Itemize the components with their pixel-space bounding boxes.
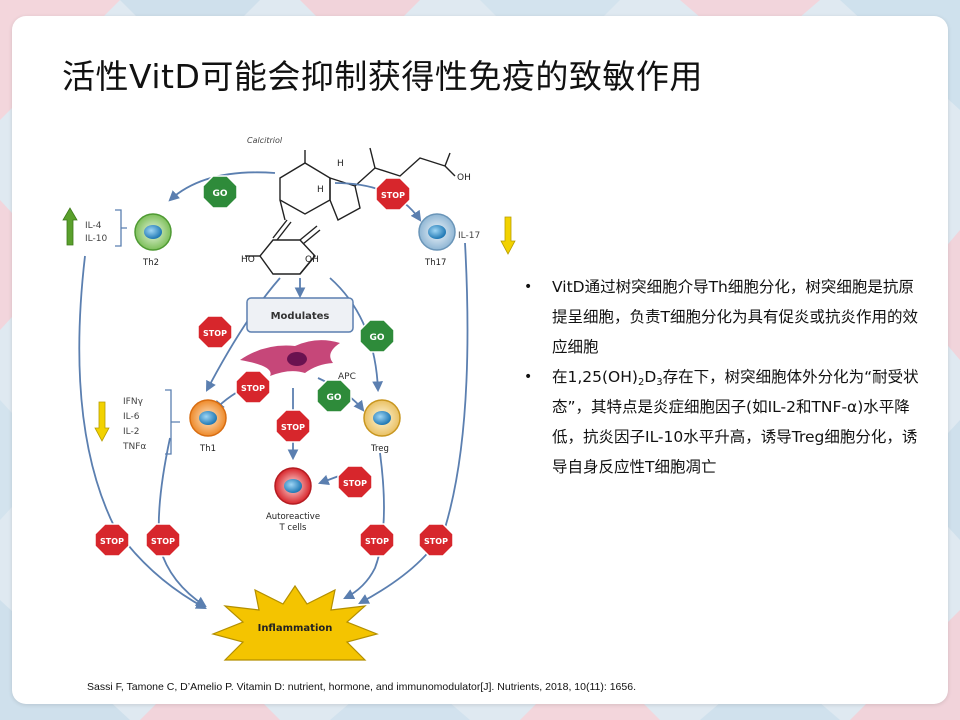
molecule-h-1: H bbox=[337, 159, 344, 169]
svg-text:STOP: STOP bbox=[365, 537, 389, 546]
treg-cell bbox=[363, 399, 401, 437]
arrow-th2-to-inflammation bbox=[78, 255, 207, 610]
stop-sign-treg-inflammation: STOP bbox=[359, 523, 395, 557]
bullet-item: • 在1,25(OH)2D3存在下，树突细胞体外分化为“耐受状态”，其特点是炎症… bbox=[524, 362, 924, 482]
svg-text:STOP: STOP bbox=[203, 329, 227, 338]
treg-label: Treg bbox=[370, 444, 389, 454]
apc-label: APC bbox=[338, 372, 356, 382]
svg-text:STOP: STOP bbox=[151, 537, 175, 546]
bullet-item: • VitD通过树突细胞介导Th细胞分化，树突细胞是抗原提呈细胞，负责T细胞分化… bbox=[524, 272, 924, 362]
arrow-th1-to-inflammation bbox=[157, 437, 207, 608]
stop-sign-th1: STOP bbox=[197, 315, 233, 349]
autoreactive-label-2: T cells bbox=[279, 523, 308, 533]
go-sign-apc: GO bbox=[316, 379, 352, 413]
svg-text:STOP: STOP bbox=[281, 423, 305, 432]
svg-text:GO: GO bbox=[212, 189, 227, 199]
citation: Sassi F, Tamone C, D’Amelio P. Vitamin D… bbox=[87, 681, 636, 693]
il2-label: IL-2 bbox=[123, 427, 139, 437]
il4-label: IL-4 bbox=[85, 221, 102, 231]
bullet-dot: • bbox=[524, 369, 533, 385]
svg-text:GO: GO bbox=[369, 333, 384, 343]
arrow-treg-to-inflammation bbox=[343, 452, 385, 599]
arrow-to-th1 bbox=[205, 277, 281, 392]
molecule-oh-bottom: OH bbox=[305, 255, 319, 265]
stop-sign-th17: STOP bbox=[375, 177, 411, 211]
modulates-label: Modulates bbox=[271, 311, 330, 322]
stop-sign-treg-autoreactive: STOP bbox=[337, 465, 373, 499]
inflammation-burst bbox=[211, 584, 379, 661]
th2-label: Th2 bbox=[142, 258, 159, 268]
stop-sign-th2-inflammation: STOP bbox=[94, 523, 130, 557]
stop-sign-th17-inflammation: STOP bbox=[418, 523, 454, 557]
svg-text:STOP: STOP bbox=[241, 384, 265, 393]
calcitriol-label: Calcitriol bbox=[247, 136, 283, 145]
bullet-text: VitD通过树突细胞介导Th细胞分化，树突细胞是抗原提呈细胞，负责T细胞分化为具… bbox=[552, 278, 918, 356]
down-arrow-icon-th1 bbox=[94, 401, 110, 442]
up-arrow-icon bbox=[62, 207, 78, 246]
bullet-dot: • bbox=[524, 279, 533, 295]
slide-card bbox=[12, 16, 948, 704]
svg-text:GO: GO bbox=[326, 393, 341, 403]
th1-bracket bbox=[165, 389, 180, 455]
immune-pathway-figure: Calcitriol OH HO OH H H Modulates APC Th… bbox=[62, 136, 516, 661]
th1-cell bbox=[189, 399, 227, 437]
svg-text:STOP: STOP bbox=[343, 479, 367, 488]
molecule-h-2: H bbox=[317, 185, 324, 195]
autoreactive-label-1: Autoreactive bbox=[266, 512, 320, 522]
il17-label: IL-17 bbox=[458, 231, 480, 241]
th2-cell bbox=[134, 213, 172, 251]
inflammation-label: Inflammation bbox=[258, 623, 333, 634]
apc-dendritic-cell bbox=[240, 340, 340, 376]
th17-cell bbox=[418, 213, 456, 251]
slide-title: 活性VitD可能会抑制获得性免疫的致敏作用 bbox=[62, 57, 703, 96]
il10-label: IL-10 bbox=[85, 234, 107, 244]
ifng-label: IFNγ bbox=[123, 397, 144, 407]
arrow-th17-to-inflammation bbox=[358, 242, 469, 605]
th1-label: Th1 bbox=[199, 444, 216, 454]
tnfa-label: TNFα bbox=[122, 442, 146, 452]
svg-text:STOP: STOP bbox=[424, 537, 448, 546]
modulates-box bbox=[246, 297, 354, 333]
autoreactive-t-cell bbox=[274, 467, 312, 505]
svg-text:STOP: STOP bbox=[381, 191, 405, 200]
calcitriol-molecule bbox=[245, 147, 456, 275]
stop-sign-autoreactive: STOP bbox=[275, 409, 311, 443]
il6-label: IL-6 bbox=[123, 412, 140, 422]
svg-text:STOP: STOP bbox=[100, 537, 124, 546]
bullet-text: 在1,25(OH)2D3存在下，树突细胞体外分化为“耐受状态”，其特点是炎症细胞… bbox=[552, 368, 919, 476]
stop-sign-apc-th1: STOP bbox=[235, 370, 271, 404]
go-sign-treg: GO bbox=[359, 319, 395, 353]
th17-label: Th17 bbox=[424, 258, 446, 268]
th2-bracket bbox=[115, 209, 127, 247]
bullet-list: • VitD通过树突细胞介导Th细胞分化，树突细胞是抗原提呈细胞，负责T细胞分化… bbox=[524, 272, 924, 482]
go-sign-th2: GO bbox=[202, 175, 238, 209]
down-arrow-icon-th17 bbox=[500, 216, 516, 255]
stop-sign-th1-inflammation: STOP bbox=[145, 523, 181, 557]
molecule-oh-top: OH bbox=[457, 173, 471, 183]
molecule-ho-left: HO bbox=[241, 255, 255, 265]
